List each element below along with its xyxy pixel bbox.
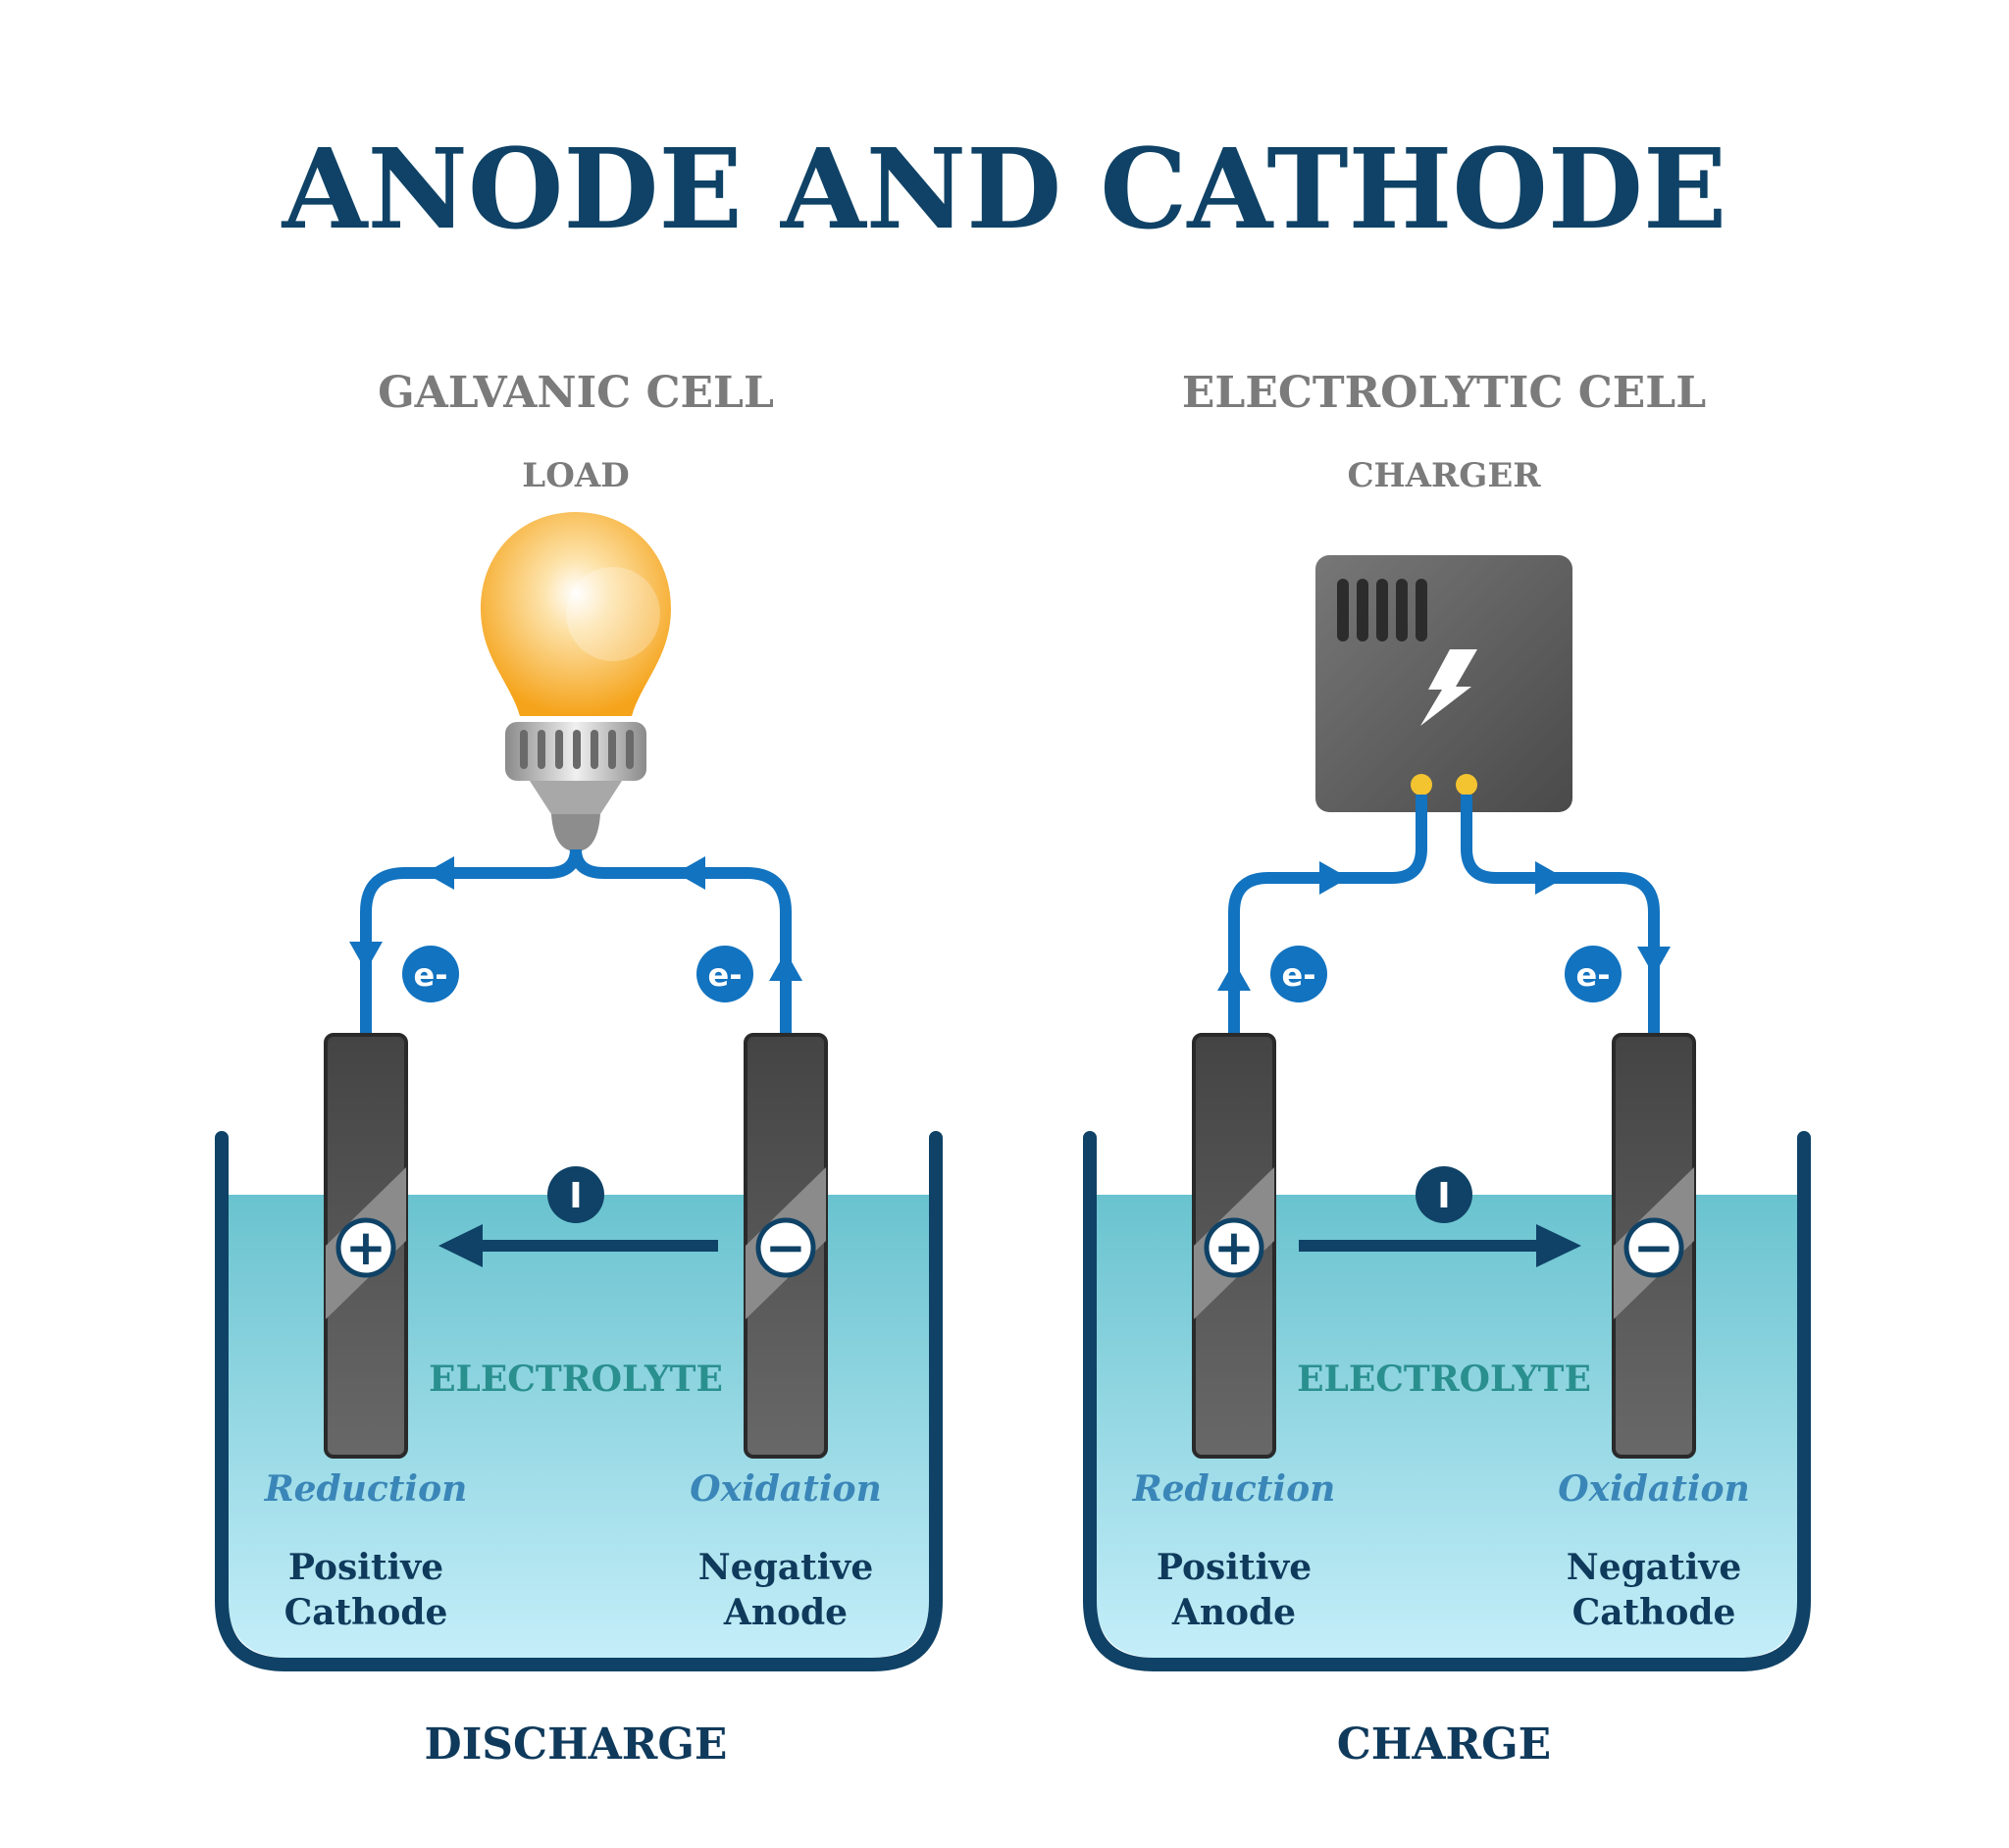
electron-flow-arrow: [1535, 861, 1565, 895]
electron-flow-arrow: [676, 856, 705, 890]
electron-flow-arrow: [1319, 861, 1349, 895]
svg-text:e-: e-: [1282, 956, 1316, 994]
electron-badge: e-: [402, 946, 459, 1002]
charger-label: CHARGER: [1347, 456, 1541, 495]
negative-sign: −: [765, 1219, 806, 1276]
svg-text:e-: e-: [414, 956, 448, 994]
electrolytic-cell: ELECTROLYTIC CELL CHARGER: [1083, 368, 1811, 1770]
positive-sign: +: [345, 1219, 386, 1276]
current-badge: I: [1416, 1166, 1472, 1223]
electrode-role-label: Cathode: [1572, 1592, 1736, 1633]
electrode-role-label: Anode: [1171, 1592, 1296, 1633]
current-badge: I: [547, 1166, 604, 1223]
electrode-polarity-label: Positive: [1157, 1547, 1312, 1588]
charger-terminal: [1411, 774, 1432, 796]
galvanic-wire: [360, 848, 792, 1035]
electrode-polarity-label: Negative: [698, 1547, 873, 1588]
svg-text:e-: e-: [708, 956, 743, 994]
oxidation-label: Oxidation: [690, 1468, 882, 1510]
electron-flow-arrow: [769, 951, 802, 981]
electron-flow-arrow: [1637, 947, 1671, 976]
charger-terminal: [1456, 774, 1477, 796]
current-arrow: [1299, 1224, 1581, 1267]
cathode-electrode: −: [1612, 1033, 1696, 1459]
galvanic-heading: GALVANIC CELL: [378, 368, 774, 418]
electrolyte-label: ELECTROLYTE: [429, 1359, 723, 1400]
oxidation-label: Oxidation: [1558, 1468, 1750, 1510]
lightning-icon: [1420, 649, 1477, 726]
current-arrow: [438, 1224, 718, 1267]
electron-flow-arrow: [1217, 961, 1251, 991]
electron-badge: e-: [696, 946, 753, 1002]
electrode-role-label: Cathode: [284, 1592, 448, 1633]
load-label: LOAD: [522, 456, 629, 495]
svg-text:I: I: [569, 1176, 582, 1216]
cathode-electrode: +: [324, 1033, 408, 1459]
reduction-label: Reduction: [264, 1468, 468, 1510]
electron-badge: e-: [1565, 946, 1622, 1002]
positive-sign: +: [1213, 1219, 1255, 1276]
electrode-polarity-label: Negative: [1567, 1547, 1741, 1588]
page-title: ANODE AND CATHODE: [282, 126, 1727, 254]
anode-electrode: +: [1192, 1033, 1276, 1459]
electrolytic-heading: ELECTROLYTIC CELL: [1182, 368, 1706, 418]
electron-flow-arrow: [349, 942, 383, 971]
negative-sign: −: [1633, 1219, 1674, 1276]
light-bulb-icon: [481, 512, 671, 851]
electrode-role-label: Anode: [723, 1592, 848, 1633]
electrolyte-label: ELECTROLYTE: [1297, 1359, 1591, 1400]
anode-electrode: −: [744, 1033, 828, 1459]
svg-text:e-: e-: [1576, 956, 1611, 994]
reduction-label: Reduction: [1132, 1468, 1336, 1510]
electrode-polarity-label: Positive: [288, 1547, 443, 1588]
electron-badge: e-: [1270, 946, 1327, 1002]
charger-icon: [1315, 555, 1572, 812]
charge-label: CHARGE: [1337, 1720, 1551, 1770]
discharge-label: DISCHARGE: [425, 1720, 728, 1770]
svg-text:I: I: [1437, 1176, 1450, 1216]
galvanic-cell: GALVANIC CELL LOAD: [215, 368, 943, 1770]
electron-flow-arrow: [425, 856, 454, 890]
